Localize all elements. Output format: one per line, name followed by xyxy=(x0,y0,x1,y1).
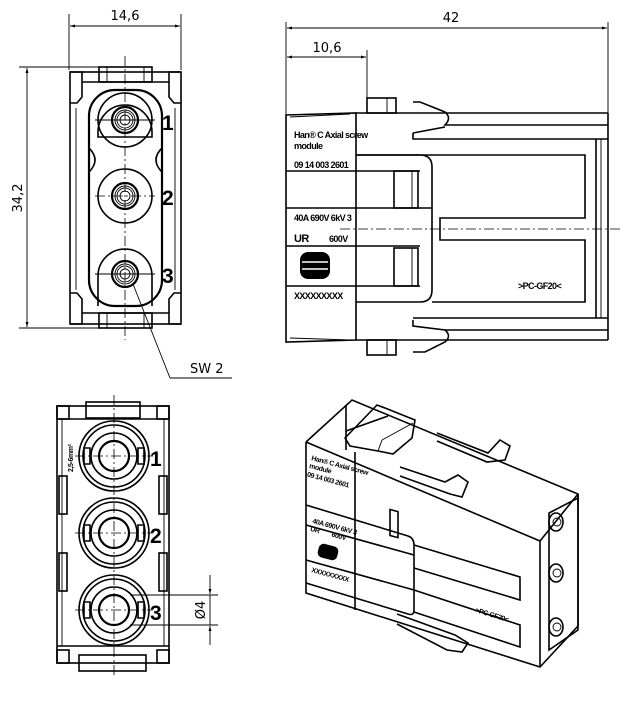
iso-screw-2 xyxy=(548,563,564,583)
pin-label-3: 3 xyxy=(162,265,174,288)
rear-pin-label-1: 1 xyxy=(150,448,162,471)
isometric-view: Han® C Axial screw module 09 14 003 2601… xyxy=(305,399,579,668)
side-view: 42 10,6 xyxy=(285,11,620,356)
dimension-height: 34,2 xyxy=(11,66,100,329)
wrench-size-callout: SW 2 xyxy=(132,283,232,379)
dimension-contact-diameter: Ø4 xyxy=(130,575,218,645)
iso-ul-voltage: 600V xyxy=(331,532,348,543)
iso-ul-mark: UR xyxy=(309,526,320,535)
wrench-size-label: SW 2 xyxy=(190,362,224,377)
harting-logo-icon xyxy=(300,252,330,279)
ul-mark: UR xyxy=(294,233,309,245)
ul-voltage: 600V xyxy=(329,234,348,244)
dimension-height-label: 34,2 xyxy=(11,184,26,213)
iso-screw-1 xyxy=(548,512,564,532)
iso-screw-3 xyxy=(548,617,564,637)
part-number: 09 14 003 2601 xyxy=(294,160,349,170)
dimension-width: 14,6 xyxy=(68,9,182,70)
iso-serial-number: XXXXXXXXX xyxy=(310,567,350,584)
iso-material-label: >PC-GF20< xyxy=(474,607,509,624)
front-view: 14,6 34,2 xyxy=(11,9,232,379)
pin-label-1: 1 xyxy=(162,112,174,135)
material-label: >PC-GF20< xyxy=(518,281,561,291)
serial-number: XXXXXXXXX xyxy=(294,291,343,301)
dimension-offset-label: 10,6 xyxy=(313,41,342,56)
dimension-width-label: 14,6 xyxy=(111,9,140,24)
rear-pin-label-3: 3 xyxy=(150,602,162,625)
rear-view: 1 2 3 2,5-6mm² Ø4 xyxy=(56,395,218,675)
product-name-line1: Han® C Axial screw xyxy=(294,130,369,140)
rear-pin-label-2: 2 xyxy=(150,525,162,548)
rating-label: 40A 690V 6kV 3 xyxy=(294,213,352,223)
iso-harting-logo-icon xyxy=(317,543,339,561)
dimension-length: 42 10,6 xyxy=(285,11,609,116)
dimension-length-label: 42 xyxy=(443,11,460,26)
product-name-line2: module xyxy=(294,141,323,151)
wire-range-label: 2,5-6mm² xyxy=(68,443,75,472)
pin-label-2: 2 xyxy=(162,187,174,210)
contact-diameter-label: Ø4 xyxy=(194,601,209,620)
